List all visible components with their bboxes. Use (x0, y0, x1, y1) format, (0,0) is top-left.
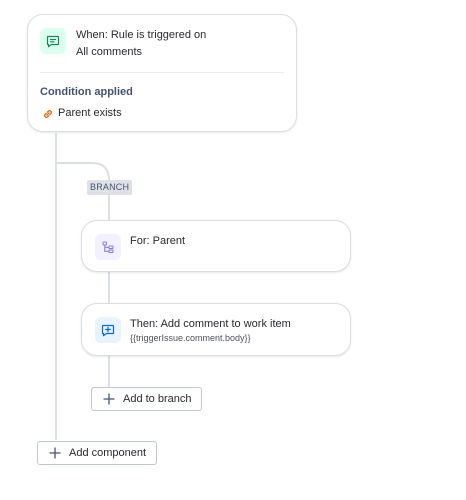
action-subtitle: {{triggerIssue.comment.body}} (130, 333, 251, 343)
add-comment-icon (95, 317, 121, 343)
add-component-label: Add component (69, 447, 147, 459)
trigger-card[interactable]: When: Rule is triggered on All comments … (27, 14, 297, 132)
add-component-button[interactable]: Add component (37, 441, 157, 465)
add-to-branch-label: Add to branch (123, 393, 192, 405)
plus-icon (103, 393, 115, 405)
branch-icon (95, 234, 121, 260)
for-parent-title: For: Parent (130, 235, 186, 247)
comment-icon (40, 28, 66, 54)
for-parent-card[interactable]: For: Parent (81, 220, 351, 272)
condition-heading: Condition applied (40, 86, 133, 98)
add-comment-action-card[interactable]: Then: Add comment to work item {{trigger… (81, 303, 351, 356)
trigger-divider (40, 72, 284, 73)
trigger-title: When: Rule is triggered on (76, 29, 207, 41)
condition-value: Parent exists (58, 107, 122, 119)
plus-icon (49, 447, 61, 459)
action-title: Then: Add comment to work item (130, 318, 291, 330)
trigger-subtitle: All comments (76, 46, 143, 58)
branch-badge: BRANCH (87, 180, 133, 195)
link-icon (42, 107, 54, 119)
add-to-branch-button[interactable]: Add to branch (91, 387, 202, 411)
